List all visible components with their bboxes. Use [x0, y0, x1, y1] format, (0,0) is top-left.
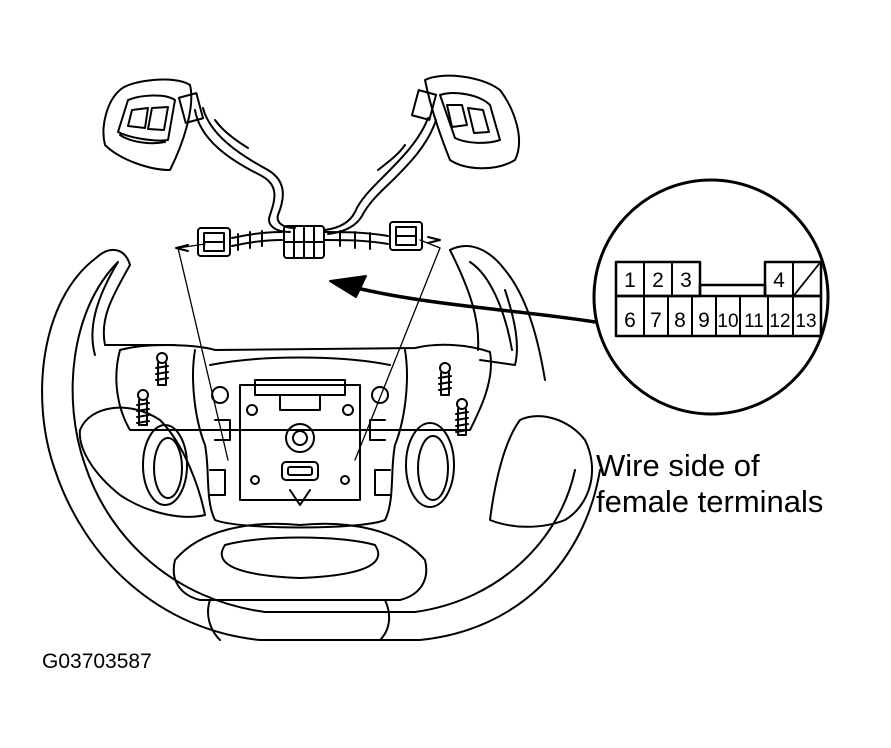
steering-wheel-rim	[41, 245, 601, 641]
pin-label: 10	[717, 311, 738, 332]
figure-id: G03703587	[42, 650, 152, 673]
pin-label: 11	[744, 311, 764, 332]
connector-left	[197, 227, 231, 257]
connector-caption: Wire side of female terminals	[596, 448, 823, 520]
left-cruise-switch	[102, 78, 205, 171]
arrowhead-right	[427, 236, 441, 244]
screw-lower-right	[455, 398, 469, 436]
connector-right	[389, 221, 423, 251]
steering-hub	[115, 343, 492, 529]
pin-label: 8	[674, 309, 686, 332]
right-side-pad	[405, 415, 594, 528]
connector-face	[614, 260, 823, 338]
pin-label: 2	[652, 269, 664, 292]
mounting-screws	[136, 352, 469, 436]
screw-lower-left	[136, 389, 150, 426]
wire-harness	[194, 107, 437, 251]
connector-center	[283, 225, 325, 259]
pin-label: 13	[795, 311, 816, 332]
pin-label: 3	[680, 269, 692, 292]
connector-detail-circle	[592, 178, 830, 416]
pin-label: 4	[773, 269, 785, 292]
screw-upper-right	[438, 362, 452, 396]
pin-label: 12	[769, 311, 790, 332]
pin-label: 6	[624, 309, 636, 332]
left-side-pad	[78, 406, 206, 518]
connector-pin-labels: 1 2 3 4 6 7 8 9 10 11 12 13	[624, 269, 816, 332]
caption-line-2: female terminals	[596, 484, 824, 519]
pin-label: 9	[698, 309, 710, 332]
screw-upper-left	[155, 352, 169, 386]
caption-line-1: Wire side of	[596, 448, 760, 483]
right-cruise-switch	[410, 74, 520, 170]
callout-arrow	[329, 275, 597, 324]
arrowhead-left	[175, 244, 189, 252]
pin-label: 7	[650, 309, 662, 332]
pin-label: 1	[624, 269, 636, 292]
